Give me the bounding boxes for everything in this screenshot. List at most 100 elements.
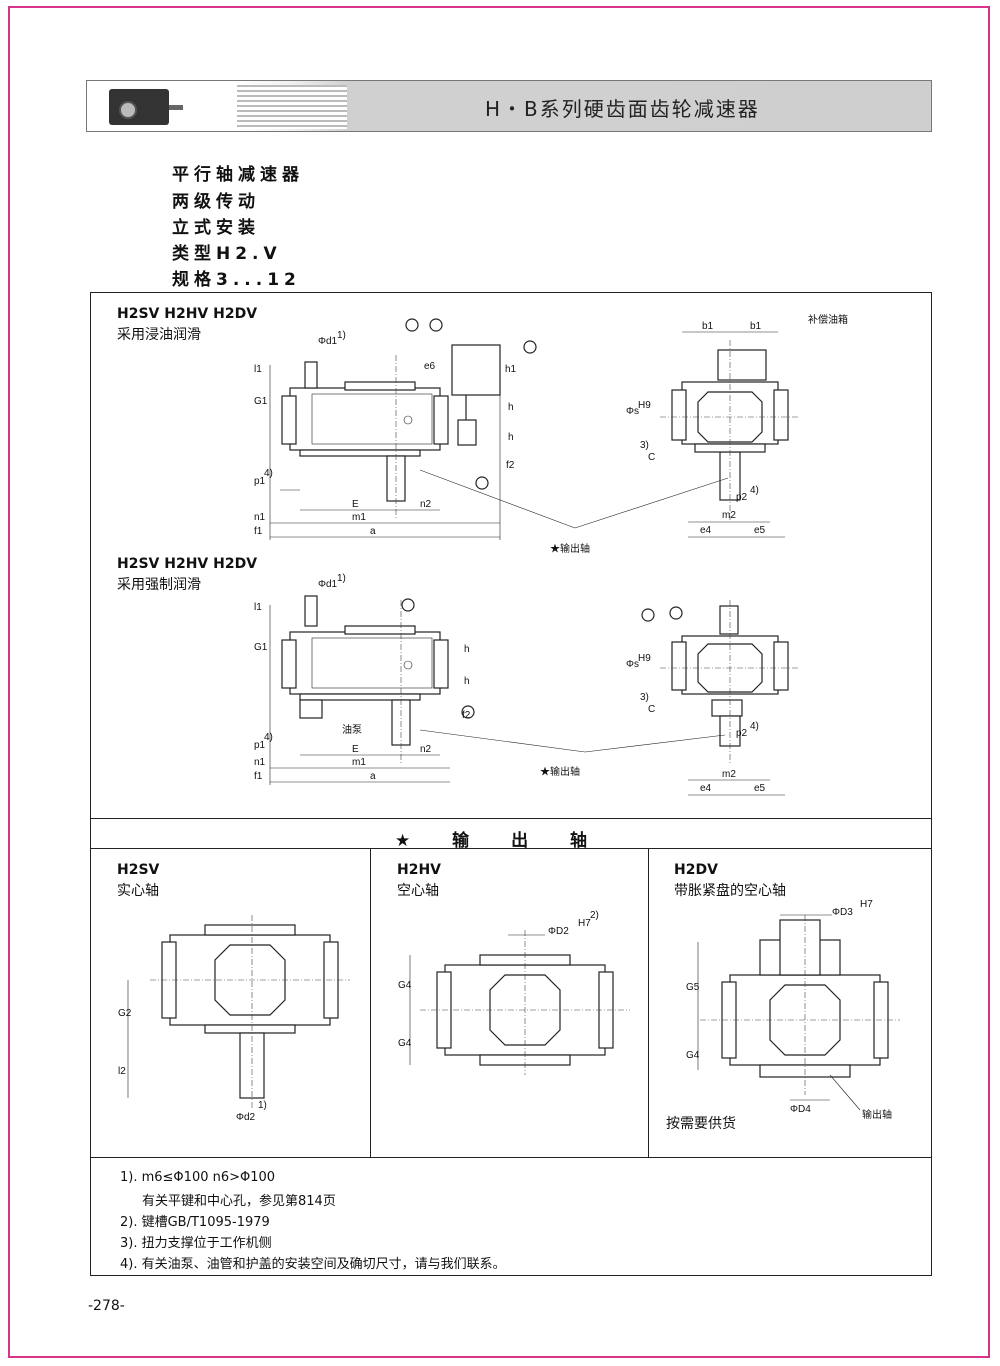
footnote: 有关平键和中心孔，参见第814页 [142, 1194, 336, 1209]
divider [90, 1157, 932, 1158]
dim-label: G1 [254, 396, 268, 407]
shaft-name: 实心轴 [117, 883, 159, 899]
dim-label: e6 [424, 361, 436, 372]
dim-footnote: 4) [264, 468, 273, 479]
dim-label: G1 [254, 642, 268, 653]
dim-label: n2 [420, 744, 432, 755]
dim-label: e5 [754, 783, 766, 794]
gearbox-side-view-1 [269, 318, 537, 540]
dim-footnote: H9 [638, 653, 651, 664]
shaft-type: H2DV [674, 862, 718, 878]
header-title: H・B系列硬齿面齿轮减速器 [485, 97, 760, 121]
footnote: 2). 键槽GB/T1095-1979 [120, 1215, 270, 1230]
drawing-frame [90, 292, 932, 1276]
dim-label: f2 [506, 460, 515, 471]
shaft-type: H2SV [117, 862, 160, 878]
callout-label: 输出轴 [862, 1108, 892, 1121]
dim-label: a [370, 526, 376, 537]
callout-label: 补偿油箱 [808, 313, 848, 326]
dim-label: b1 [750, 321, 762, 332]
oil-pump-label: 油泵 [342, 723, 362, 736]
dim-label: Φs [626, 406, 639, 417]
dim-label: m2 [722, 510, 736, 521]
dim-label: Φd2 [236, 1112, 256, 1123]
shaft-type: H2HV [397, 862, 442, 878]
output-shaft-label: ★输出轴 [550, 542, 590, 555]
divider [90, 818, 932, 819]
hollow-shaft-drawing [409, 930, 630, 1075]
dim-label: l1 [254, 602, 262, 613]
dim-label: G2 [118, 1008, 132, 1019]
dim-label: ΦD4 [790, 1104, 811, 1115]
dim-label: Φd1 [318, 336, 338, 347]
header-stripes [237, 85, 347, 129]
hollow-shaft-shrink-disc-drawing [697, 914, 900, 1101]
dim-label: n2 [420, 499, 432, 510]
dim-label: p2 [736, 728, 748, 739]
gearbox-end-view-1 [660, 331, 800, 538]
dim-label: f2 [462, 710, 471, 721]
dim-label: f1 [254, 526, 263, 537]
subtitle-line: 类型H2.V [172, 244, 282, 264]
dim-label: e5 [754, 525, 766, 536]
dim-label: h [464, 676, 470, 687]
dim-label: f1 [254, 771, 263, 782]
dim-footnote: H9 [638, 400, 651, 411]
subtitle-line: 规格3...12 [172, 270, 301, 290]
diagram1-lubrication: 采用浸油润滑 [117, 327, 201, 343]
divider [648, 848, 649, 1158]
dim-label: a [370, 771, 376, 782]
dim-label: h [508, 432, 514, 443]
section-title: ★ 输 出 轴 [395, 831, 605, 851]
dim-footnote: 1) [337, 573, 346, 584]
diagram2-types: H2SV H2HV H2DV [117, 556, 258, 572]
dim-footnote: 1) [258, 1100, 267, 1111]
diagram1-types: H2SV H2HV H2DV [117, 306, 258, 322]
dim-label: p2 [736, 492, 748, 503]
subtitle-line: 立式安装 [172, 218, 260, 238]
dim-label: G4 [686, 1050, 700, 1061]
dim-label: h [464, 644, 470, 655]
gearbox-side-view-2 [269, 595, 475, 785]
dim-footnote: 4) [750, 721, 759, 732]
dim-label: E [352, 499, 359, 510]
dim-footnote: H7 [860, 899, 873, 910]
dim-label: p1 [254, 476, 266, 487]
gearbox-end-view-2 [641, 600, 800, 796]
dim-label: m1 [352, 757, 366, 768]
solid-shaft-drawing [127, 915, 350, 1110]
shaft-name: 空心轴 [397, 883, 439, 899]
gearbox-thumbnail-icon [109, 89, 183, 125]
divider [370, 848, 371, 1158]
dim-label: G5 [686, 982, 700, 993]
dim-label: m2 [722, 769, 736, 780]
page-number: -278- [88, 1298, 125, 1314]
dim-label: ΦD3 [832, 907, 853, 918]
divider [90, 848, 932, 849]
page-header: H・B系列硬齿面齿轮减速器 [86, 80, 932, 132]
output-shaft-label: ★输出轴 [540, 765, 580, 778]
footnote: 3). 扭力支撑位于工作机侧 [120, 1236, 272, 1251]
dim-label: h1 [505, 364, 517, 375]
dim-label: ΦD2 [548, 926, 569, 937]
dim-footnote: 1) [337, 330, 346, 341]
dim-label: n1 [254, 512, 266, 523]
page-frame [8, 6, 990, 1358]
footnote: 4). 有关油泵、油管和护盖的安装空间及确切尺寸，请与我们联系。 [120, 1257, 506, 1272]
dim-label: p1 [254, 740, 266, 751]
supply-note: 按需要供货 [666, 1116, 736, 1132]
dim-footnote: 2) [590, 910, 599, 921]
dim-label: G4 [398, 1038, 412, 1049]
dim-label: h [508, 402, 514, 413]
subtitle-line: 平行轴减速器 [172, 165, 304, 185]
footnote: 1). m6≤Φ100 n6>Φ100 [120, 1170, 276, 1185]
dim-label: C [648, 704, 655, 715]
diagram2-lubrication: 采用强制润滑 [117, 577, 201, 593]
dim-label: e4 [700, 525, 712, 536]
dim-footnote: 3) [640, 440, 649, 451]
subtitle-line: 两级传动 [172, 192, 260, 212]
header-band [237, 81, 931, 131]
dim-footnote: 3) [640, 692, 649, 703]
dim-label: l2 [118, 1066, 126, 1077]
